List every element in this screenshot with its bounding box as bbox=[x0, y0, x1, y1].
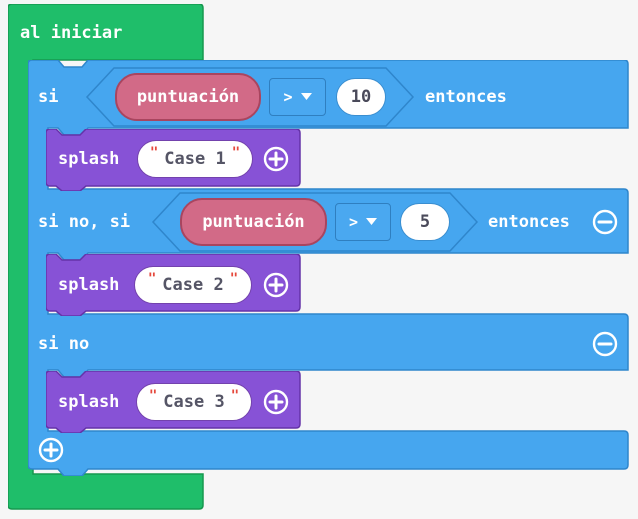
splash-label-2: splash bbox=[58, 275, 120, 295]
variable-pill-puntuacion-1[interactable]: puntuación bbox=[115, 73, 261, 121]
number-pill-2[interactable]: 5 bbox=[400, 203, 450, 241]
plus-circle-icon[interactable] bbox=[38, 437, 64, 463]
quote-close-1: " bbox=[231, 145, 241, 161]
string-text-1: Case 1 bbox=[164, 149, 226, 169]
quote-open-2: " bbox=[147, 271, 157, 287]
splash-label-1: splash bbox=[58, 149, 120, 169]
variable-pill-puntuacion-2[interactable]: puntuación bbox=[180, 198, 327, 246]
triangle-down-icon bbox=[366, 218, 378, 225]
operator-dropdown-2[interactable]: > bbox=[335, 203, 391, 241]
quote-close-2: " bbox=[229, 271, 239, 287]
string-text-3: Case 3 bbox=[163, 392, 225, 412]
else-label: si no bbox=[38, 334, 90, 354]
minus-circle-icon[interactable] bbox=[592, 209, 618, 235]
quote-open-3: " bbox=[148, 388, 158, 404]
quote-close-3: " bbox=[230, 388, 240, 404]
elseif-label: si no, si bbox=[38, 212, 131, 232]
operator-label-1: > bbox=[283, 88, 293, 106]
plus-circle-icon[interactable] bbox=[263, 146, 289, 172]
string-pill-1[interactable]: " Case 1 " bbox=[137, 140, 253, 178]
number-pill-1[interactable]: 10 bbox=[336, 78, 386, 116]
triangle-down-icon bbox=[300, 93, 312, 100]
plus-circle-icon[interactable] bbox=[263, 272, 289, 298]
string-pill-3[interactable]: " Case 3 " bbox=[136, 383, 252, 421]
minus-circle-icon[interactable] bbox=[592, 331, 618, 357]
then-label-1: entonces bbox=[425, 87, 507, 107]
plus-circle-icon[interactable] bbox=[263, 389, 289, 415]
string-pill-2[interactable]: " Case 2 " bbox=[134, 266, 252, 304]
operator-label-2: > bbox=[348, 213, 359, 231]
then-label-2: entonces bbox=[488, 212, 570, 232]
if-label: si bbox=[38, 87, 59, 107]
operator-dropdown-1[interactable]: > bbox=[269, 78, 326, 116]
event-block-label: al iniciar bbox=[20, 23, 123, 43]
splash-label-3: splash bbox=[58, 392, 120, 412]
string-text-2: Case 2 bbox=[162, 275, 224, 295]
quote-open-1: " bbox=[149, 145, 159, 161]
